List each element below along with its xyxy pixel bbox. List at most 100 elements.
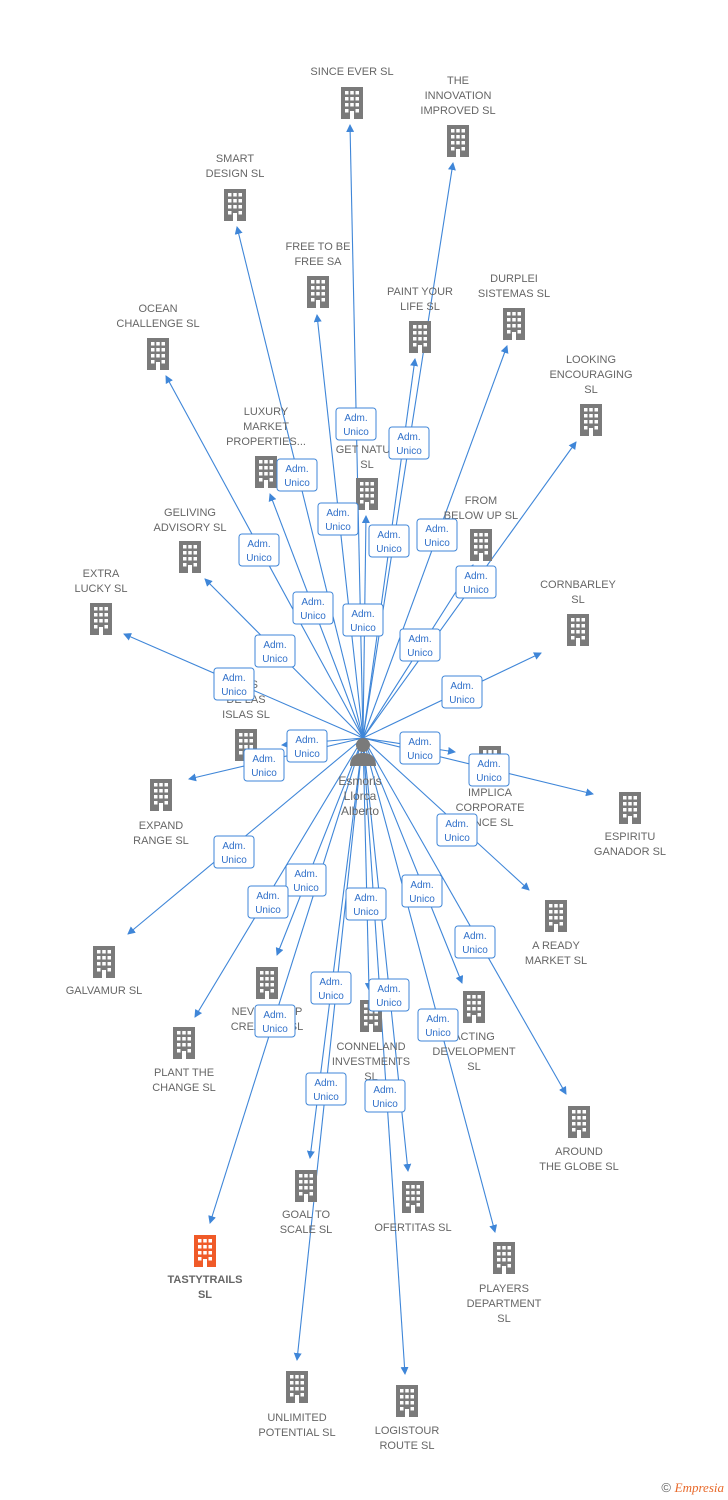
relation-label-line: Adm. [408,634,431,645]
company-label-line: CORNBARLEY [540,579,616,591]
relation-label-line: Unico [251,768,277,779]
company-node-galvamur[interactable]: GALVAMUR SL [66,946,143,997]
relation-badge-logistour[interactable]: Adm.Unico [364,1079,406,1113]
relation-badge-since-ever[interactable]: Adm.Unico [335,407,377,441]
relation-badge-tastytrails[interactable]: Adm.Unico [254,1004,296,1038]
relation-badge-box [335,407,377,441]
company-label-line: SINCE EVER SL [310,66,393,78]
relation-label-line: Unico [376,544,402,555]
relation-badge-expand-range[interactable]: Adm.Unico [243,748,285,782]
relation-badge-box [243,748,285,782]
relation-badge-plant-change[interactable]: Adm.Unico [247,885,289,919]
relation-badge-box [317,502,359,536]
relation-badge-a-ready[interactable]: Adm.Unico [436,813,478,847]
relation-badge-durplei[interactable]: Adm.Unico [416,518,458,552]
relation-badge-around-globe[interactable]: Adm.Unico [454,925,496,959]
relation-badge-free-to-be[interactable]: Adm.Unico [317,502,359,536]
relation-badge-goal-to-scale[interactable]: Adm.Unico [310,971,352,1005]
relation-badge-cornbarley[interactable]: Adm.Unico [441,675,483,709]
relation-badge-looking[interactable]: Adm.Unico [455,565,497,599]
relation-badge-ofertitas[interactable]: Adm.Unico [368,978,410,1012]
center-node[interactable]: Esmoris Llorca Alberto [338,738,382,818]
company-label-line: SL [467,1061,480,1073]
company-node-ofertitas[interactable]: OFERTITAS SL [374,1181,452,1234]
relation-badge-extra-lucky[interactable]: Adm.Unico [213,667,255,701]
relation-badge-unlimited[interactable]: Adm.Unico [305,1072,347,1106]
company-label-line: DEVELOPMENT [432,1046,515,1058]
relation-badge-ocean[interactable]: Adm.Unico [238,533,280,567]
relation-label-line: Adm. [425,524,448,535]
company-label-line: PAINT YOUR [387,286,453,298]
person-icon [350,738,376,766]
relation-badge-smart-design[interactable]: Adm.Unico [276,458,318,492]
relation-badge-box [213,667,255,701]
relation-badge-nos-islas[interactable]: Adm.Unico [286,729,328,763]
copyright-symbol: © [661,1480,672,1495]
company-node-since-ever[interactable]: SINCE EVER SL [310,66,394,119]
building-icon [179,541,201,573]
building-icon [402,1181,424,1213]
relation-badge-luxury[interactable]: Adm.Unico [292,591,334,625]
relation-label-line: Unico [343,427,369,438]
relation-badge-get-natur[interactable]: Adm.Unico [342,603,384,637]
relation-label-line: Adm. [247,539,270,550]
company-node-luxury[interactable]: LUXURYMARKETPROPERTIES... [226,406,306,488]
edge-conneland [362,737,373,991]
relation-badge-players[interactable]: Adm.Unico [417,1008,459,1042]
relation-badge-box [454,925,496,959]
company-label-line: LOGISTOUR [375,1425,440,1437]
relation-badge-implica[interactable]: Adm.Unico [399,731,441,765]
company-label-line: ISLAS SL [222,709,270,721]
building-icon [409,321,431,353]
building-icon [619,792,641,824]
footer-brand: © Empresia [661,1480,724,1496]
relation-badge-conneland[interactable]: Adm.Unico [345,887,387,921]
edge-acting [362,737,464,984]
company-label-line: CORPORATE [456,802,525,814]
relation-badge-galvamur[interactable]: Adm.Unico [213,835,255,869]
relation-label-line: Adm. [410,880,433,891]
relation-badge-from-below[interactable]: Adm.Unico [399,628,441,662]
company-label-line: LUCKY SL [75,583,128,595]
relation-badge-box [417,1008,459,1042]
relation-badge-box [368,524,410,558]
building-icon [568,1106,590,1138]
relation-badge-paint-your-life[interactable]: Adm.Unico [368,524,410,558]
relation-badge-geliving[interactable]: Adm.Unico [254,634,296,668]
relation-badge-box [254,634,296,668]
relation-badge-espiritu[interactable]: Adm.Unico [468,753,510,787]
relation-badge-box [399,731,441,765]
relation-badge-acting[interactable]: Adm.Unico [401,874,443,908]
company-label-line: SISTEMAS SL [478,288,550,300]
relation-badge-never-stop[interactable]: Adm.Unico [285,863,327,897]
relation-badge-innovation[interactable]: Adm.Unico [388,426,430,460]
company-label-line: SMART [216,153,255,165]
company-label-line: FREE SA [294,256,342,268]
company-label-line: PROPERTIES... [226,436,306,448]
